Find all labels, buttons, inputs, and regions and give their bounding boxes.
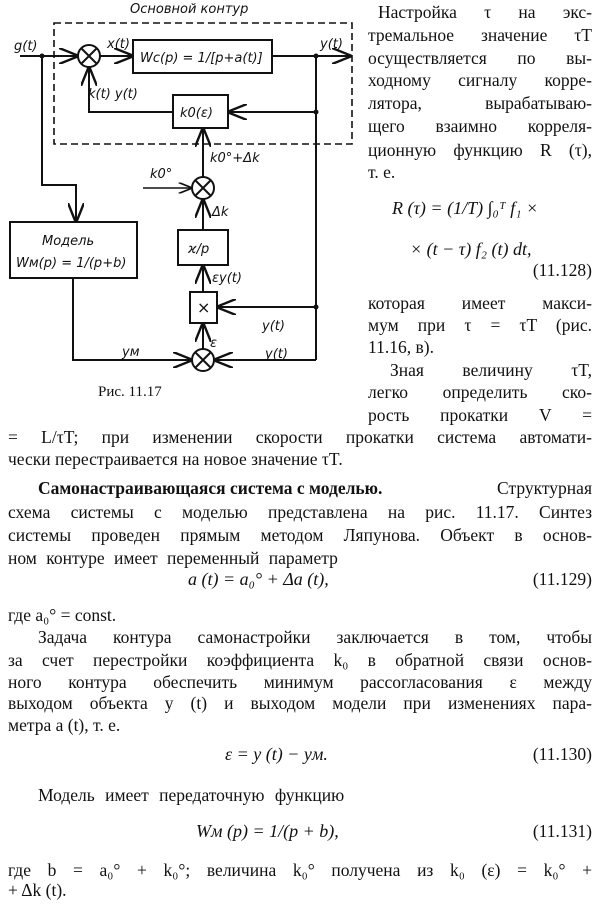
text-line: Настройка τ на экс- xyxy=(378,2,592,22)
label-model-tf: Wм(p) = 1/(p+b) xyxy=(16,256,126,271)
text-line: осуществляется по вы- xyxy=(368,48,592,68)
text-line: мум при τ = τT (рис. xyxy=(368,315,592,335)
label-k0-in: k0° xyxy=(150,167,172,182)
label-mult: × xyxy=(197,298,210,317)
text-line: Модель имеет передаточную функцию xyxy=(38,785,345,805)
label-wc: Wc(p) = 1/[p+a(t)] xyxy=(140,51,263,66)
block-diagram: Основной контур g(t) x(t) Wc(p) = 1/[p+a… xyxy=(9,2,353,372)
label-g: g(t) xyxy=(14,39,38,54)
equation-number: (11.130) xyxy=(532,744,592,764)
figure-caption: Рис. 11.17 xyxy=(98,384,162,400)
formula-r-line1: R (τ) = (1/T) ∫₀ᵀ f₁ × xyxy=(392,198,539,218)
text-line: Зная величину τT, xyxy=(390,360,592,380)
label-int: ϰ/p xyxy=(187,242,209,257)
equation-number: (11.131) xyxy=(532,821,592,841)
label-y-mult: y(t) xyxy=(261,319,285,334)
text-line: т. е. xyxy=(368,162,396,182)
text-line: системы проведен прямым методом Ляпунова… xyxy=(8,525,592,545)
label-dk: Δk xyxy=(211,205,229,220)
text-line: где a₀° = const. xyxy=(8,605,117,625)
text-line: Задача контура самонастройки заключается… xyxy=(38,627,592,647)
section-heading: Самонастраивающаяся система с моделью. xyxy=(38,478,383,498)
text-line: которая имеет макси- xyxy=(368,293,592,313)
label-eps: ε xyxy=(210,336,217,351)
text-line: = L/τT; при изменении скорости прокатки … xyxy=(8,427,592,447)
text-line: метра a (t), т. е. xyxy=(8,715,121,735)
label-x: x(t) xyxy=(106,37,130,52)
label-eps-y: εy(t) xyxy=(212,271,242,286)
label-kyt: k(t) y(t) xyxy=(88,87,138,102)
main-loop-title: Основной контур xyxy=(130,2,248,17)
text-line: чески перестраивается на новое значение … xyxy=(8,449,343,469)
text-line: ходному сигналу корре- xyxy=(368,70,592,90)
text-line: где b = a₀° + k₀°; величина k₀° получена… xyxy=(8,860,592,880)
label-model-title: Модель xyxy=(42,234,94,249)
text-line: рость прокатки V = xyxy=(368,405,592,425)
label-k0: k0(ε) xyxy=(180,106,213,121)
equation-number: (11.129) xyxy=(532,569,592,589)
text-line: ционную функцию R (τ), xyxy=(368,140,592,160)
equation-number: (11.128) xyxy=(532,260,592,280)
text-line: + Δk (t). xyxy=(8,880,67,900)
formula-11-131: Wм (p) = 1/(p + b), xyxy=(196,821,339,841)
text-line: за счет перестройки коэффициента k₀ в об… xyxy=(8,650,592,670)
formula-11-130: ε = y (t) − yм. xyxy=(225,744,328,764)
text-line: лятора, вырабатываю- xyxy=(368,93,592,113)
text-line: Структурная xyxy=(497,478,592,498)
text-line: щего взаимно корреля- xyxy=(368,116,592,136)
text-line: схема системы с моделью представлена на … xyxy=(8,502,592,522)
label-y-cmp: y(t) xyxy=(264,347,288,362)
main-loop-boundary xyxy=(53,22,353,145)
label-ym: yм xyxy=(121,345,140,360)
label-y-out: y(t) xyxy=(319,37,343,52)
text-line: ного контура обеспечить минимум рассогла… xyxy=(8,672,592,692)
text-line: 11.16, в). xyxy=(368,337,434,357)
formula-r-line2: × (t − τ) f₂ (t) dt, xyxy=(410,239,532,259)
text-line: тремальное значение τT xyxy=(368,25,592,45)
text-line: ном контуре имеет переменный параметр xyxy=(8,548,338,568)
formula-11-129: a (t) = a₀° + Δa (t), xyxy=(188,569,329,589)
text-line: выходом объекта y (t) и выходом модели п… xyxy=(8,693,592,713)
text-line: легко определить ско- xyxy=(368,382,592,402)
label-k0-dk: k0°+Δk xyxy=(210,151,260,166)
